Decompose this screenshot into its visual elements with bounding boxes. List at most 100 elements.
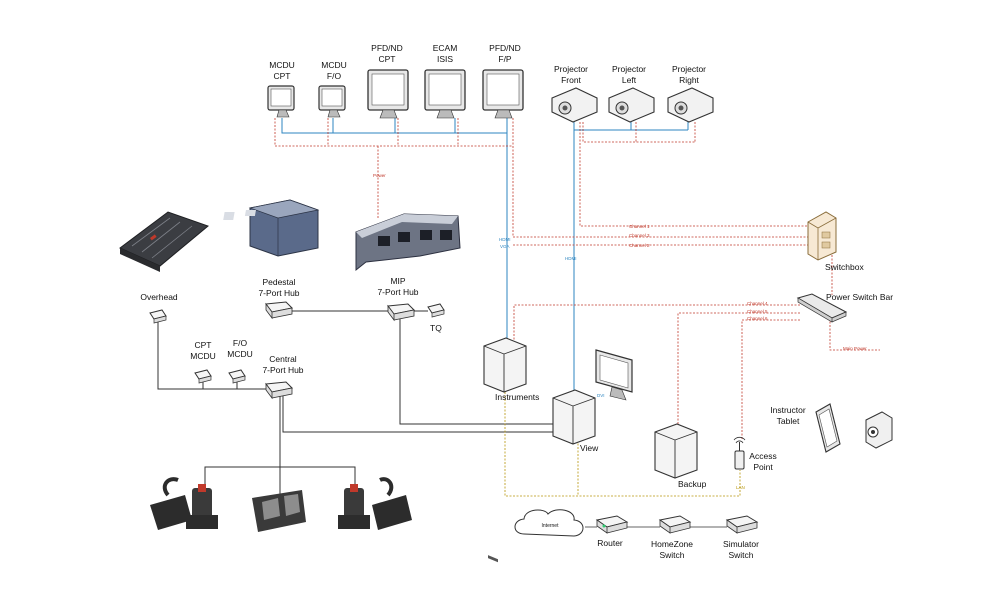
access-point-line1: Access — [749, 451, 776, 461]
monitor-mcdu-cpt-line1: MCDU — [269, 60, 295, 70]
projector-video-bus — [573, 122, 689, 398]
channel-2-label: Channel 2 — [629, 243, 650, 248]
monitor-mcdu-cpt-line2: CPT — [274, 71, 291, 81]
mip-panel-image — [355, 213, 461, 272]
backup-computer: Backup — [654, 423, 707, 489]
homezone-switch-line1: HomeZone — [651, 539, 693, 549]
projector-left-line2: Left — [622, 75, 637, 85]
channel-5-label: Channel 5 — [747, 309, 768, 314]
line-labels: Power HDMI VGA HDMI DVI LAN Channel 1 Ch… — [373, 173, 867, 490]
overhead-label: Overhead — [140, 292, 178, 302]
simulator-switch-line1: Simulator — [723, 539, 759, 549]
main-power-line — [829, 318, 880, 351]
router: Router — [595, 515, 629, 548]
cpt-mcdu-node: CPT MCDU — [190, 340, 216, 384]
channel-4-label: Channel 4 — [747, 301, 768, 306]
monitor-ecam-line2: ISIS — [437, 54, 453, 64]
cpt-mcdu-line2: MCDU — [190, 351, 216, 361]
tq-node: TQ — [427, 303, 445, 333]
mip-hub: MIP 7-Port Hub — [377, 276, 419, 322]
view-label: View — [580, 443, 599, 453]
flight-controls-image — [150, 477, 412, 532]
projector-front: Projector Front — [551, 64, 598, 123]
channel-3-label: Channel 3 — [629, 233, 650, 238]
hdmi-label: HDMI — [499, 237, 511, 242]
internet-label: Internet — [542, 523, 560, 529]
view-computer: View — [552, 389, 599, 453]
channel-1-label: Channel 1 — [629, 224, 650, 229]
monitor-power-bus — [274, 118, 514, 237]
central-hub: Central 7-Port Hub — [262, 354, 304, 400]
pedestal-hub-line2: 7-Port Hub — [258, 288, 299, 298]
switchbox-label: Switchbox — [825, 262, 864, 272]
projector-right-line2: Right — [679, 75, 699, 85]
instructor-tablet: Instructor Tablet — [770, 403, 841, 453]
power-switch-bar-label: Power Switch Bar — [826, 292, 893, 302]
simulator-switch: Simulator Switch — [723, 515, 759, 560]
fo-mcdu-node: F/O MCDU — [227, 338, 253, 384]
overhead-panel-image — [119, 211, 209, 272]
central-hub-line1: Central — [269, 354, 297, 364]
monitor-pfd-cpt: PFD/ND CPT — [367, 43, 409, 119]
projector-power-bus — [579, 122, 812, 227]
cpt-mcdu-line1: CPT — [195, 340, 212, 350]
mip-hub-line2: 7-Port Hub — [377, 287, 418, 297]
main-power-label: Main Power — [843, 346, 867, 351]
lan-label: LAN — [736, 485, 745, 490]
instructor-tablet-line1: Instructor — [770, 405, 806, 415]
power-label: Power — [373, 173, 386, 178]
homezone-switch: HomeZone Switch — [651, 515, 693, 560]
monitor-mcdu-fo-line1: MCDU — [321, 60, 347, 70]
switchbox: Switchbox — [807, 211, 864, 272]
monitor-mcdu-fo: MCDU F/O — [318, 60, 347, 118]
monitor-pfd-cpt-line1: PFD/ND — [371, 43, 403, 53]
channel-6-label: Channel 6 — [747, 316, 768, 321]
instruments-computer: Instruments — [483, 337, 539, 563]
monitor-mcdu-fo-line2: F/O — [327, 71, 342, 81]
monitor-pfd-cpt-line2: CPT — [379, 54, 396, 64]
router-label: Router — [597, 538, 623, 548]
fo-mcdu-line1: F/O — [233, 338, 248, 348]
monitor-pfd-fo-line2: F/P — [498, 54, 512, 64]
camera-icon — [865, 411, 893, 449]
projector-left-line1: Projector — [612, 64, 646, 74]
view-monitor — [595, 349, 633, 401]
pedestal-hub: Pedestal 7-Port Hub — [258, 277, 300, 320]
pedestal-hub-line1: Pedestal — [262, 277, 295, 287]
central-hub-line2: 7-Port Hub — [262, 365, 303, 375]
monitor-ecam-line1: ECAM — [433, 43, 458, 53]
projector-right-line1: Projector — [672, 64, 706, 74]
monitor-mcdu-cpt: MCDU CPT — [267, 60, 295, 118]
fo-mcdu-line2: MCDU — [227, 349, 253, 359]
internet-cloud: Internet — [514, 509, 584, 537]
monitor-video-bus — [281, 118, 508, 338]
dvi-label: DVI — [597, 393, 605, 398]
projector-front-line1: Projector — [554, 64, 588, 74]
monitor-pfd-fo-line1: PFD/ND — [489, 43, 521, 53]
projector-front-line2: Front — [561, 75, 581, 85]
projector-right: Projector Right — [667, 64, 714, 123]
tq-label: TQ — [430, 323, 442, 333]
simulator-switch-line2: Switch — [728, 550, 753, 560]
mip-hub-line1: MIP — [390, 276, 405, 286]
overhead-node: Overhead — [140, 292, 178, 324]
homezone-switch-line2: Switch — [659, 550, 684, 560]
projector-left: Projector Left — [608, 64, 655, 123]
power-switch-bar: Power Switch Bar — [796, 292, 893, 323]
channel-lines — [513, 236, 812, 246]
monitor-ecam: ECAM ISIS — [424, 43, 466, 119]
instructor-tablet-line2: Tablet — [777, 416, 800, 426]
access-point-line2: Point — [753, 462, 773, 472]
access-point: Access Point — [733, 436, 777, 472]
instruments-label: Instruments — [495, 392, 539, 402]
data-lines — [157, 310, 556, 505]
hdmi2-label: HDMI — [565, 256, 577, 261]
backup-label: Backup — [678, 479, 707, 489]
vga-label: VGA — [500, 244, 510, 249]
connection-lines — [157, 118, 880, 528]
lan-lines — [504, 385, 741, 497]
pedestal-image — [223, 199, 320, 257]
power-bar-channels — [513, 304, 800, 440]
monitor-pfd-fo: PFD/ND F/P — [482, 43, 524, 119]
